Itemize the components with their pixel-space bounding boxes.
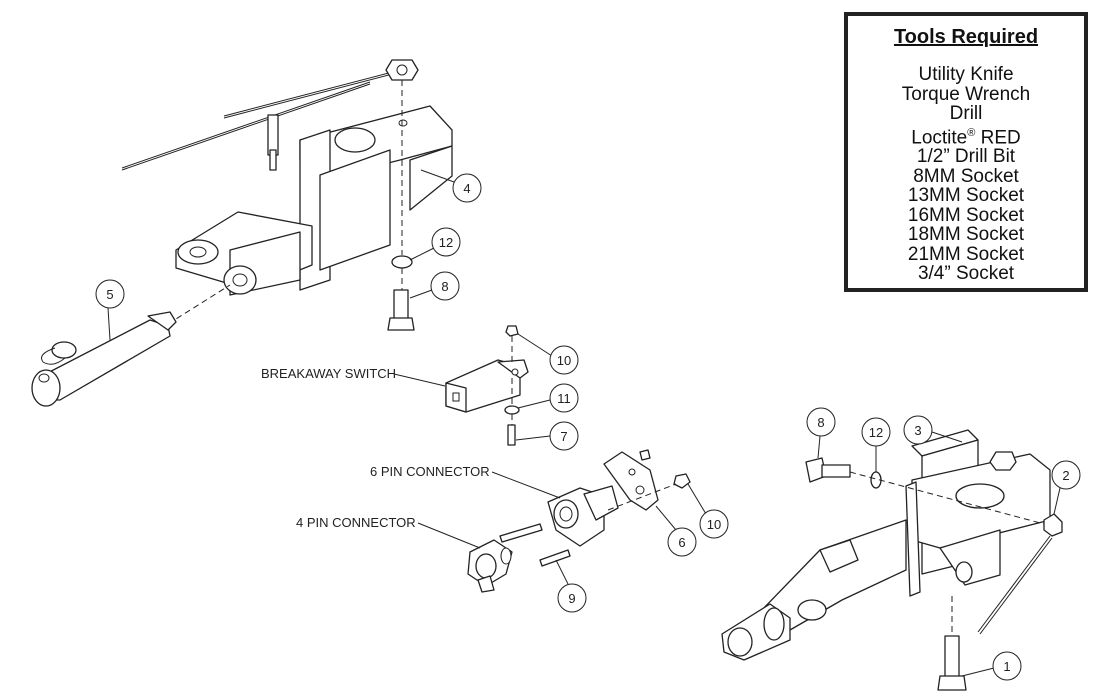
callout-1-number: 1 bbox=[1003, 659, 1010, 674]
tool-item: Utility Knife bbox=[918, 64, 1014, 85]
tool-item: Torque Wrench bbox=[901, 83, 1031, 105]
six-pin-connector-label: 6 PIN CONNECTOR bbox=[370, 464, 490, 479]
connector-bracket bbox=[603, 451, 659, 511]
clevis-pin-assembly bbox=[31, 311, 177, 407]
callout-8-b: 8 bbox=[806, 407, 836, 459]
tool-item-text: Loctite bbox=[911, 126, 968, 148]
tool-item: 21MM Socket bbox=[907, 243, 1025, 265]
top-nut-2 bbox=[989, 451, 1017, 471]
tools-required-title: Tools Required bbox=[893, 26, 1039, 48]
callout-3-number: 3 bbox=[914, 423, 921, 438]
breakaway-switch-label: BREAKAWAY SWITCH bbox=[261, 366, 396, 381]
callout-4: 4 bbox=[420, 169, 482, 203]
callout-10-upper-number: 10 bbox=[557, 353, 571, 368]
tool-item: Drill bbox=[949, 103, 983, 124]
safety-cable-upper bbox=[223, 69, 401, 117]
callout-6: 6 bbox=[655, 505, 697, 557]
tool-item: 18MM Socket bbox=[907, 224, 1025, 246]
bottom-hitch-assembly bbox=[721, 429, 1063, 691]
callout-9-number: 9 bbox=[568, 591, 575, 606]
registered-mark: ® bbox=[967, 126, 976, 139]
nut-10-upper bbox=[505, 325, 519, 337]
callout-7-number: 7 bbox=[560, 429, 567, 444]
tool-item: 8MM Socket bbox=[913, 165, 1019, 187]
callout-12-b: 12 bbox=[861, 417, 891, 472]
callout-8-number: 8 bbox=[441, 279, 448, 294]
callout-5-number: 5 bbox=[106, 287, 113, 302]
callout-10-lower-number: 10 bbox=[707, 517, 721, 532]
callout-8-b-number: 8 bbox=[817, 415, 824, 430]
callout-4-number: 4 bbox=[463, 181, 470, 196]
callout-5: 5 bbox=[95, 279, 125, 341]
tool-item: Loctite® RED bbox=[848, 124, 1084, 148]
callout-12: 12 bbox=[409, 227, 461, 261]
top-hitch-assembly bbox=[121, 59, 453, 331]
connector-assembly bbox=[467, 449, 691, 593]
washer-12 bbox=[391, 255, 413, 269]
tool-item: 13MM Socket bbox=[907, 185, 1025, 207]
screw-9 bbox=[539, 549, 571, 567]
callout-2-number: 2 bbox=[1062, 468, 1069, 483]
callout-11: 11 bbox=[517, 383, 579, 413]
callout-10-upper: 10 bbox=[517, 333, 579, 375]
callout-3: 3 bbox=[903, 415, 963, 445]
tool-item: 3/4” Socket bbox=[917, 263, 1015, 285]
nut-10-lower bbox=[673, 473, 691, 489]
callout-12-b-number: 12 bbox=[869, 425, 883, 440]
bracket-hole bbox=[334, 127, 376, 153]
safety-cable-lower bbox=[121, 81, 371, 169]
tools-list: Utility Knife Torque Wrench Drill Loctit… bbox=[848, 65, 1084, 284]
screw-7 bbox=[507, 424, 516, 446]
bolt-8 bbox=[393, 289, 409, 323]
four-pin-connector-label: 4 PIN CONNECTOR bbox=[296, 515, 416, 530]
breakaway-switch-part bbox=[445, 325, 529, 446]
callout-1: 1 bbox=[961, 651, 1022, 681]
callout-10-lower: 10 bbox=[687, 483, 729, 539]
washer-11 bbox=[504, 405, 520, 415]
tools-required-box: Tools Required Utility Knife Torque Wren… bbox=[844, 12, 1088, 292]
screw-a bbox=[499, 523, 543, 543]
callout-8: 8 bbox=[409, 271, 460, 301]
callout-9: 9 bbox=[555, 559, 587, 613]
bracket-gusset bbox=[409, 145, 453, 211]
callout-2: 2 bbox=[1051, 460, 1081, 515]
callout-12-number: 12 bbox=[439, 235, 453, 250]
tool-item: 16MM Socket bbox=[907, 204, 1025, 226]
tool-item: 1/2” Drill Bit bbox=[916, 146, 1016, 168]
callout-11-number: 11 bbox=[557, 391, 571, 406]
callout-7: 7 bbox=[515, 421, 579, 451]
callout-6-number: 6 bbox=[678, 535, 685, 550]
bolt-1 bbox=[944, 635, 960, 681]
tool-item-suffix: RED bbox=[975, 126, 1021, 148]
plate-side bbox=[905, 481, 921, 597]
